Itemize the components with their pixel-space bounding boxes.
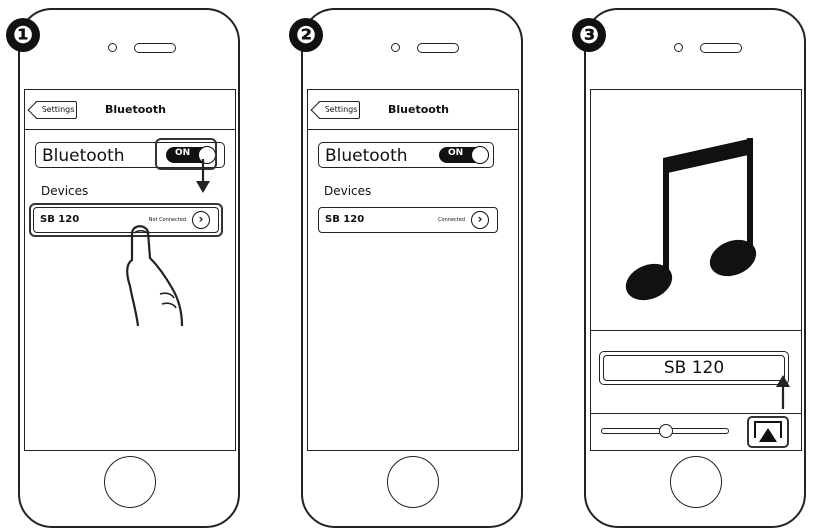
earpiece-speaker xyxy=(417,43,459,53)
nav-bar: Settings Bluetooth xyxy=(308,90,518,130)
screen: Settings Bluetooth Bluetooth ON Devices … xyxy=(307,89,519,451)
arrow-down-icon xyxy=(196,159,210,193)
airplay-button[interactable] xyxy=(747,416,789,448)
back-button-settings[interactable]: Settings xyxy=(35,101,77,119)
step-number-3: ❸ xyxy=(572,18,606,52)
home-button[interactable] xyxy=(104,456,156,508)
toggle-label: ON xyxy=(175,148,191,158)
music-note-icon xyxy=(625,138,757,301)
screen: Settings Bluetooth Bluetooth ON Devices … xyxy=(24,89,236,451)
device-status: Not Connected xyxy=(148,217,186,223)
front-camera xyxy=(391,43,400,52)
device-select-button[interactable]: SB 120 xyxy=(599,351,789,385)
device-row-highlight xyxy=(29,203,223,237)
phone-step-2: Settings Bluetooth Bluetooth ON Devices … xyxy=(289,8,523,528)
chevron-right-icon[interactable]: › xyxy=(471,211,489,229)
bluetooth-row: Bluetooth ON xyxy=(318,142,494,168)
panel-divider xyxy=(591,413,801,414)
step-number-1: ❶ xyxy=(6,18,40,52)
airplay-panel: SB 120 xyxy=(591,330,801,450)
home-button[interactable] xyxy=(670,456,722,508)
toggle-label: ON xyxy=(448,148,464,158)
airplay-icon xyxy=(754,421,782,442)
device-name: SB 120 xyxy=(40,214,80,225)
page-title: Bluetooth xyxy=(105,103,166,116)
earpiece-speaker xyxy=(700,43,742,53)
phone-step-1: Settings Bluetooth Bluetooth ON Devices … xyxy=(6,8,240,528)
device-row-sb120[interactable]: SB 120 Not Connected › xyxy=(33,207,219,233)
screen: SB 120 xyxy=(590,89,802,451)
volume-slider-thumb[interactable] xyxy=(659,424,673,438)
device-select-label: SB 120 xyxy=(603,355,785,381)
device-name: SB 120 xyxy=(325,214,365,225)
home-button[interactable] xyxy=(387,456,439,508)
device-status: Connected xyxy=(438,217,465,223)
arrow-up-icon xyxy=(776,375,790,409)
earpiece-speaker xyxy=(134,43,176,53)
devices-label: Devices xyxy=(324,184,372,198)
device-row-sb120[interactable]: SB 120 Connected › xyxy=(318,207,498,233)
step-number-2: ❷ xyxy=(289,18,323,52)
chevron-right-icon[interactable]: › xyxy=(192,211,210,229)
front-camera xyxy=(674,43,683,52)
devices-label: Devices xyxy=(41,184,89,198)
hand-pointer-icon xyxy=(126,225,184,327)
bluetooth-toggle[interactable]: ON xyxy=(439,146,489,164)
bluetooth-label: Bluetooth xyxy=(325,146,408,166)
phone-step-3: SB 120 ❸ xyxy=(572,8,806,528)
bluetooth-row: Bluetooth ON xyxy=(35,142,225,168)
nav-bar: Settings Bluetooth xyxy=(25,90,235,130)
back-button-settings[interactable]: Settings xyxy=(318,101,360,119)
bluetooth-toggle[interactable]: ON xyxy=(166,146,216,164)
page-title: Bluetooth xyxy=(388,103,449,116)
bluetooth-label: Bluetooth xyxy=(42,146,125,166)
front-camera xyxy=(108,43,117,52)
toggle-knob xyxy=(471,146,489,164)
toggle-highlight xyxy=(155,138,217,170)
